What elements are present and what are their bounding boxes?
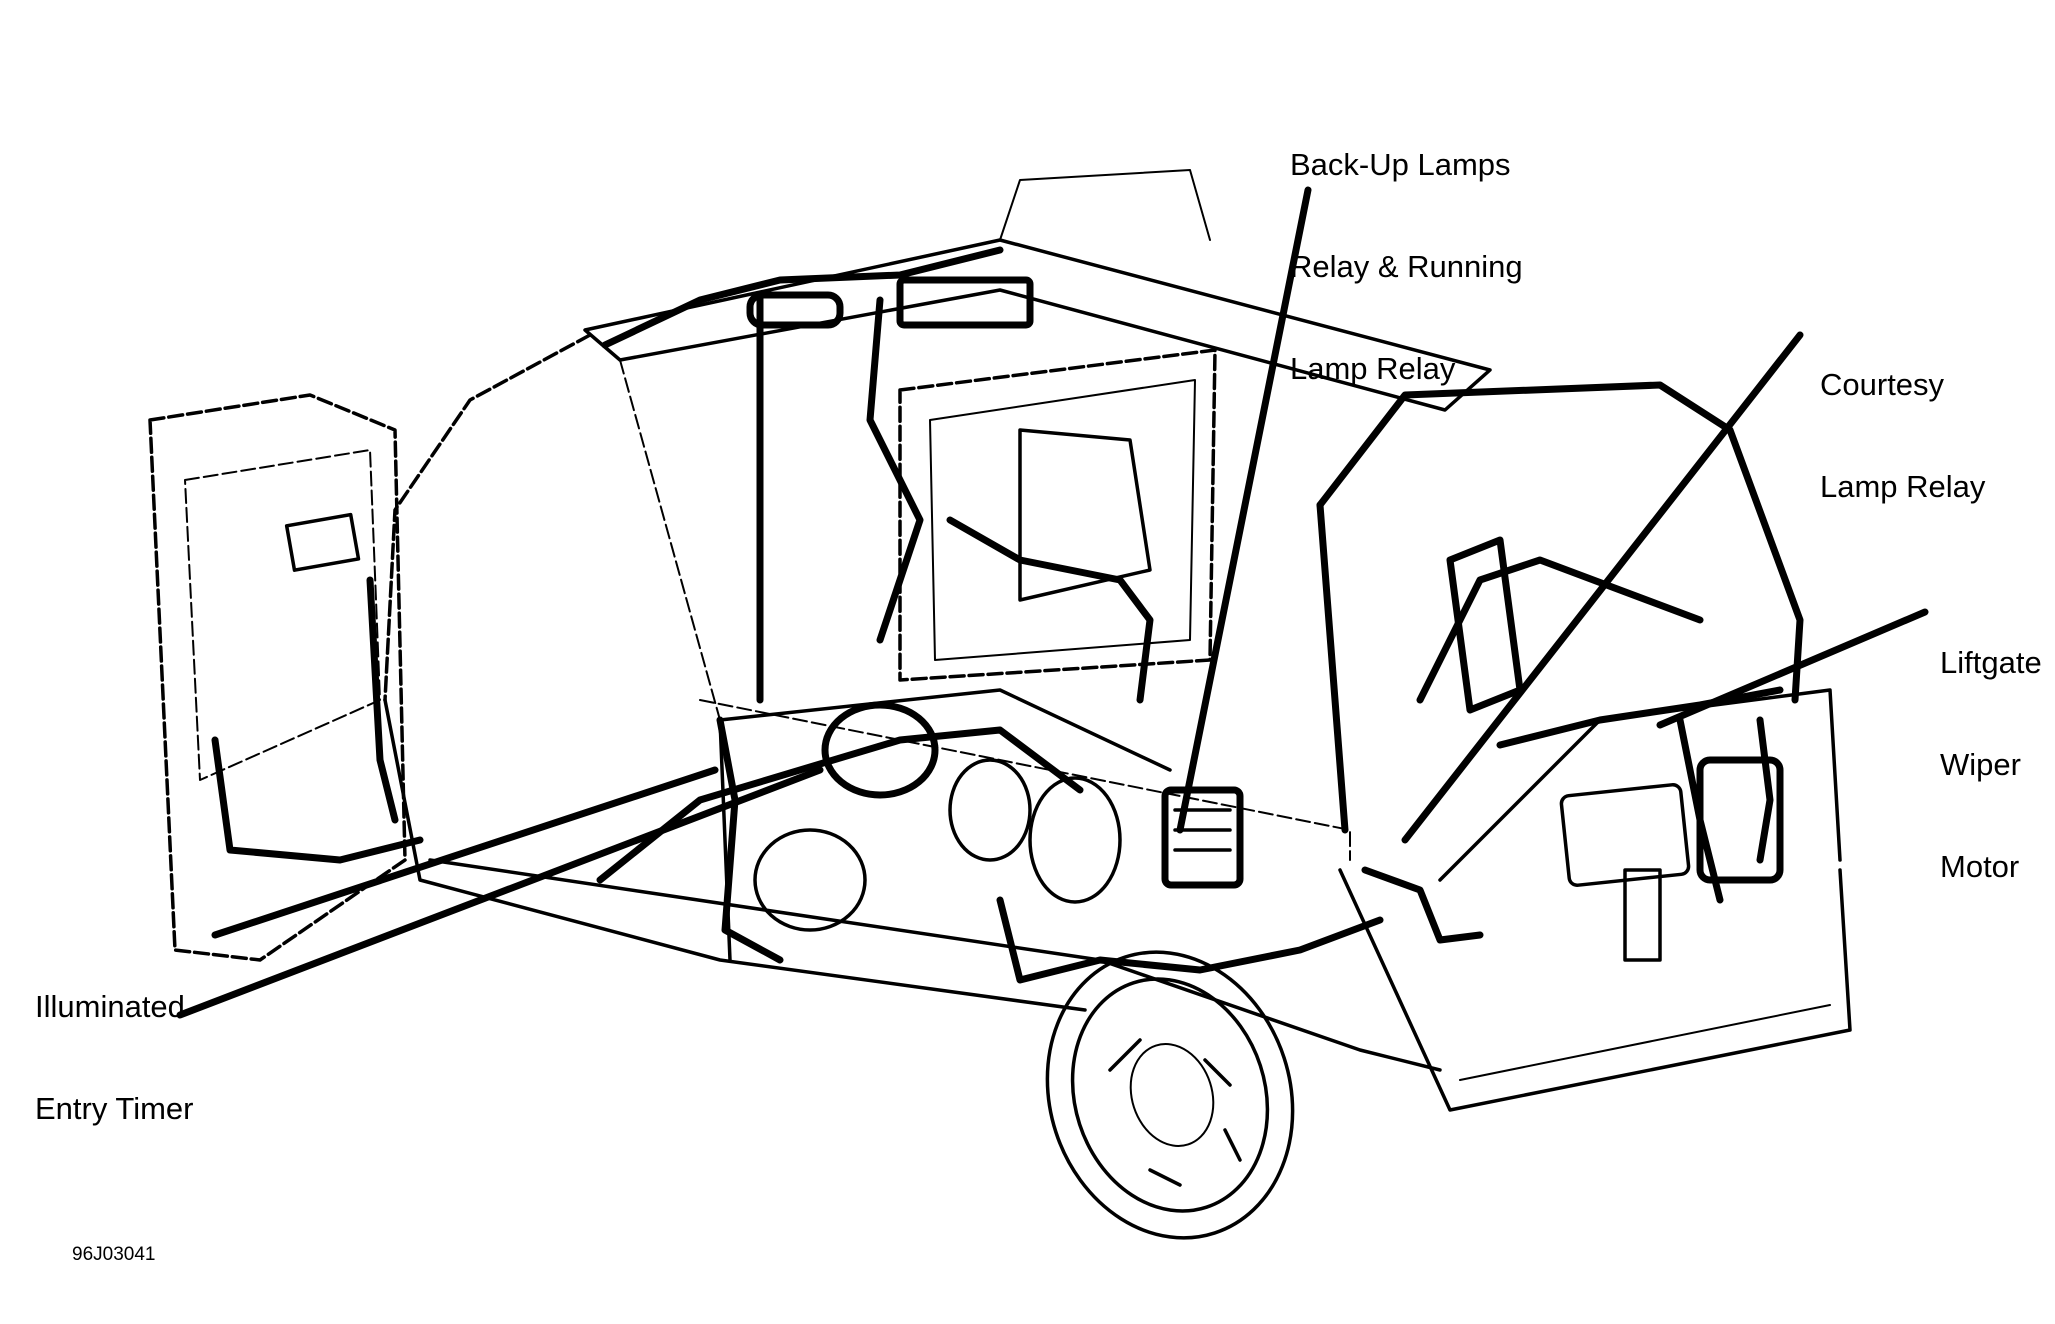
callout-line: Liftgate [1940, 645, 2042, 680]
callout-backup-lamps-relay: Back-Up Lamps Relay & Running Lamp Relay [1290, 80, 1523, 454]
leader-lines [176, 186, 1929, 1019]
callout-line: Lamp Relay [1290, 351, 1456, 386]
callout-line: Back-Up Lamps [1290, 147, 1511, 182]
callout-illuminated-entry-timer: Illuminated Entry Timer [35, 922, 193, 1194]
wiring-harness [211, 246, 1784, 984]
callout-liftgate-wiper-motor: Liftgate Wiper Motor [1940, 578, 2042, 952]
callout-line: Illuminated [35, 989, 185, 1024]
callout-line: Courtesy [1820, 367, 1945, 402]
leader-liftgate-wiper [1656, 608, 1929, 729]
leader-courtesy-relay [1401, 331, 1804, 844]
figure-id: 96J03041 [72, 1244, 156, 1265]
callout-line: Relay & Running [1290, 249, 1523, 284]
callout-line: Motor [1940, 849, 2020, 884]
callout-line: Entry Timer [35, 1091, 194, 1126]
callout-courtesy-lamp-relay: Courtesy Lamp Relay [1820, 300, 1985, 572]
callout-line: Wiper [1940, 747, 2021, 782]
leader-backup-relay [1176, 186, 1312, 834]
leader-entry-timer-2 [176, 766, 824, 1019]
leader-entry-timer [211, 766, 719, 939]
callout-line: Lamp Relay [1820, 469, 1986, 504]
